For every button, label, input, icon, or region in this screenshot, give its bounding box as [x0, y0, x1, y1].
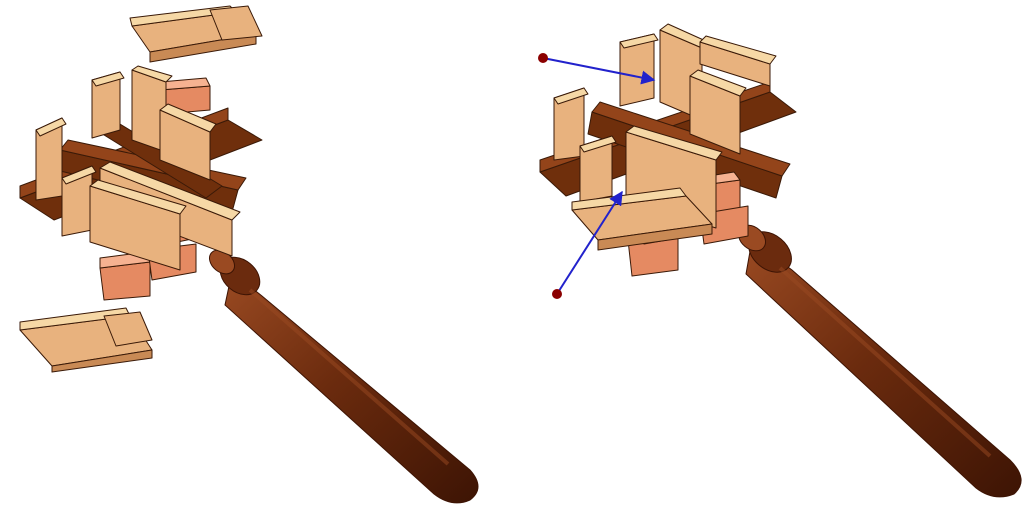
- mallet-handle-icon: [205, 245, 478, 503]
- exploded-puzzle-view: [20, 6, 478, 503]
- marker-dot-icon: [552, 289, 562, 299]
- floating-plank-bottom: [20, 308, 152, 372]
- marker-dot-icon: [538, 53, 548, 63]
- assembled-puzzle-view: [538, 24, 1021, 497]
- mallet-handle-icon: [733, 220, 1021, 497]
- floating-plank-top: [130, 6, 262, 62]
